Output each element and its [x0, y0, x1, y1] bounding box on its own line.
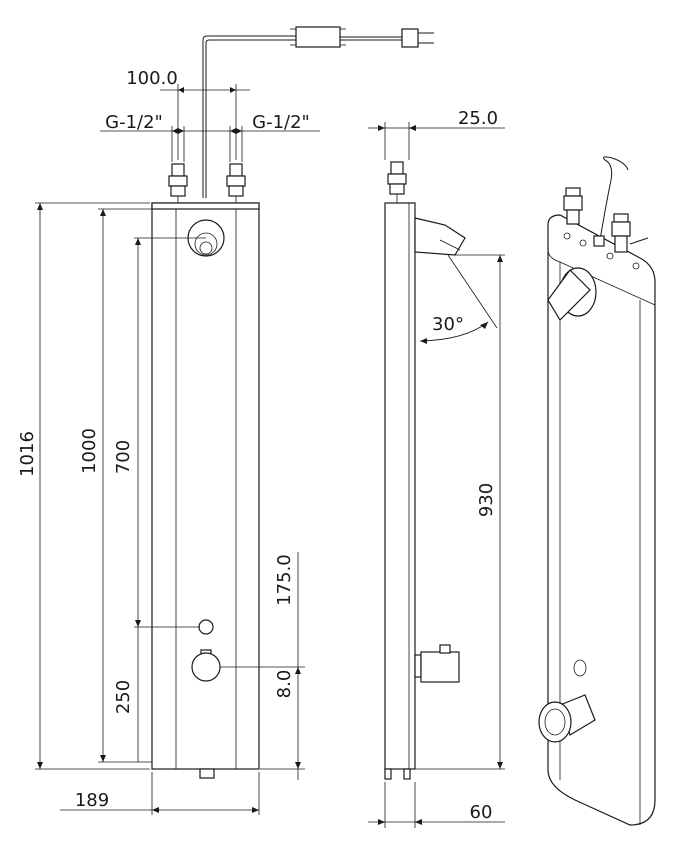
- shower-head-side: [414, 217, 466, 256]
- iso-connector-left: [563, 187, 583, 225]
- plug: [401, 28, 419, 48]
- front-cable: [202, 35, 296, 198]
- dim-25-label: 25.0: [458, 108, 498, 129]
- dim-250-label: 250: [113, 680, 134, 714]
- dim-100-label: 100.0: [126, 68, 178, 89]
- left-connector: [168, 163, 188, 204]
- knob-side: [420, 651, 460, 683]
- junction-box: [295, 26, 341, 48]
- dim-189-label: 189: [75, 790, 109, 811]
- iso-connector-right: [611, 213, 649, 253]
- bottom-outlet: [199, 768, 215, 779]
- dim-700-label: 700: [113, 440, 134, 474]
- dim-60-label: 60: [470, 802, 493, 823]
- front-panel: [151, 202, 260, 770]
- iso-knob: [538, 701, 572, 743]
- right-connector: [226, 163, 246, 204]
- angle-label: 30°: [432, 314, 464, 335]
- iso-button: [573, 659, 587, 677]
- dim-1000-label: 1000: [79, 428, 100, 474]
- side-panel: [384, 202, 416, 770]
- isometric-view: [538, 156, 656, 826]
- dim-1016-label: 1016: [17, 431, 38, 477]
- thermostat-knob: [191, 652, 221, 682]
- iso-cable: [599, 156, 629, 241]
- side-view: [384, 161, 466, 780]
- push-button: [198, 619, 214, 635]
- front-view: [151, 26, 434, 779]
- dim-930-label: 930: [476, 483, 497, 517]
- dim-8-label: 8.0: [274, 670, 295, 699]
- dim-175-label: 175.0: [274, 554, 295, 606]
- g-thread-left-label: G-1/2": [105, 112, 163, 133]
- g-thread-right-label: G-1/2": [252, 112, 310, 133]
- front-dimensions: 100.0 G-1/2" G-1/2" 1016 1000 700 250: [17, 68, 320, 815]
- side-connector: [387, 161, 407, 203]
- side-dimensions: 25.0 30° 930 60: [368, 108, 505, 828]
